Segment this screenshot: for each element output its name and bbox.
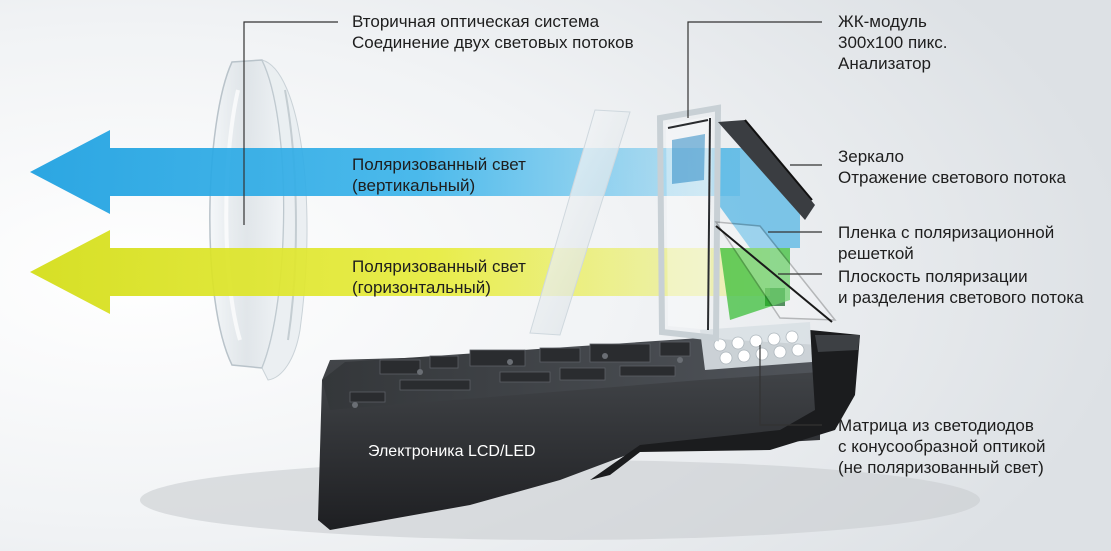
- beam-reflection-green: [720, 248, 790, 320]
- secondary-optics-lens: [209, 59, 308, 381]
- lcd-module: [656, 104, 722, 342]
- label-secondary-optics: Вторичная оптическая система Соединение …: [352, 11, 634, 53]
- label-line: Поляризованный свет: [352, 155, 526, 174]
- leader-lines: [243, 21, 822, 426]
- label-line: Электроника LCD/LED: [368, 443, 536, 460]
- mirror-edge: [744, 119, 813, 201]
- label-line: решеткой: [838, 244, 914, 263]
- label-line: и разделения светового потока: [838, 288, 1084, 307]
- label-line: Поляризованный свет: [352, 257, 526, 276]
- label-polarized-vertical: Поляризованный свет (вертикальный): [352, 154, 526, 196]
- beam-vertical: [30, 130, 740, 214]
- label-line: Соединение двух световых потоков: [352, 33, 634, 52]
- headlight-housing: [318, 288, 860, 530]
- label-line: Анализатор: [838, 54, 931, 73]
- label-polarized-horizontal: Поляризованный свет (горизонтальный): [352, 256, 526, 298]
- label-line: Вторичная оптическая система: [352, 12, 600, 31]
- glass-plate: [529, 109, 631, 336]
- label-line: с конусообразной оптикой: [838, 437, 1046, 456]
- polarization-plane: [715, 225, 833, 323]
- label-line: (не поляризованный свет): [838, 458, 1044, 477]
- label-polarization-plane: Плоскость поляризации и разделения свето…: [838, 266, 1084, 308]
- label-polarizing-film: Пленка с поляризационной решеткой: [838, 222, 1054, 264]
- label-line: Матрица из светодиодов: [838, 416, 1034, 435]
- label-line: (горизонтальный): [352, 278, 491, 297]
- label-electronics: Электроника LCD/LED: [368, 441, 536, 462]
- label-led-matrix: Матрица из светодиодов с конусообразной …: [838, 415, 1045, 478]
- label-line: Плоскость поляризации: [838, 267, 1028, 286]
- mirror: [718, 120, 815, 220]
- label-line: ЖК-модуль: [838, 12, 927, 31]
- label-line: Пленка с поляризационной: [838, 223, 1055, 242]
- label-line: Зеркало: [838, 147, 905, 166]
- label-line: 300x100 пикс.: [838, 33, 948, 52]
- label-mirror: Зеркало Отражение светового потока: [838, 146, 1066, 188]
- label-lcd-module: ЖК-модуль 300x100 пикс. Анализатор: [838, 11, 948, 74]
- label-line: Отражение светового потока: [838, 168, 1066, 187]
- polarizing-film: [714, 221, 837, 321]
- label-line: (вертикальный): [352, 176, 476, 195]
